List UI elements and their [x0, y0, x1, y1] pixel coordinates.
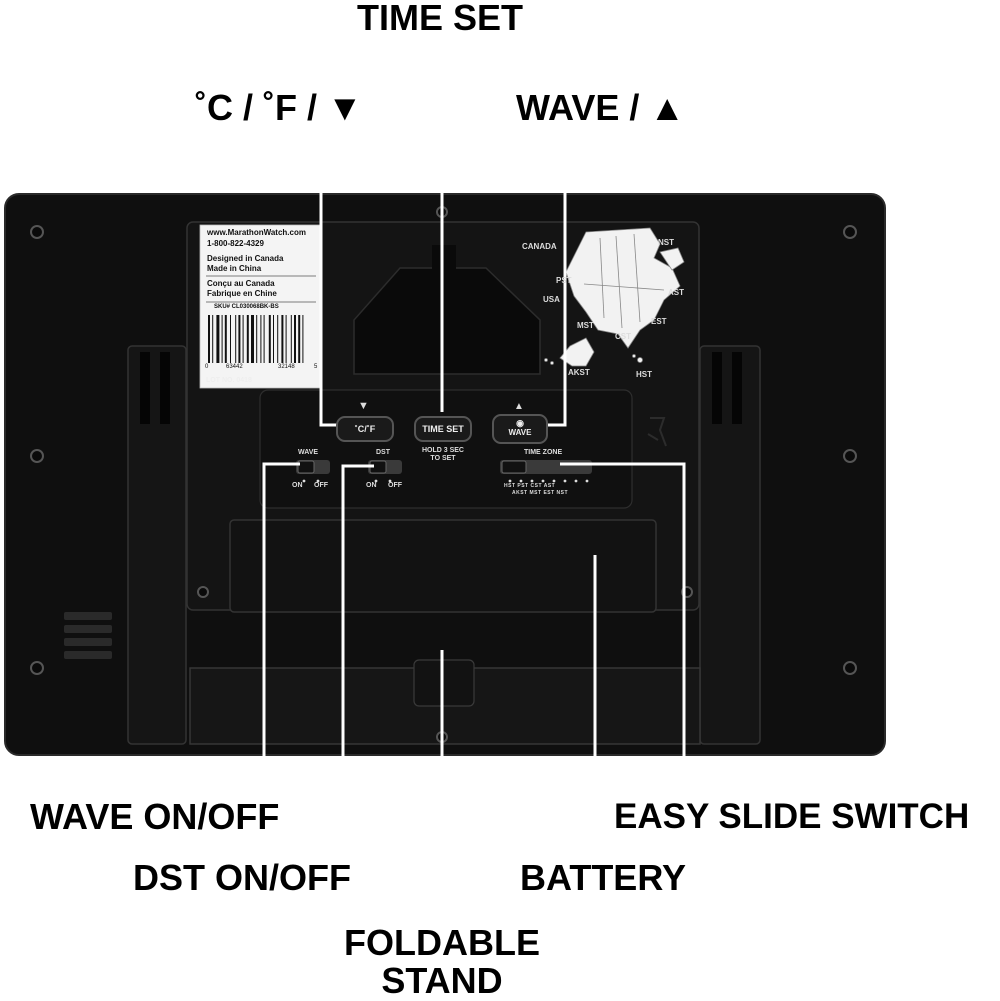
- radio-wave-icon: ◉: [516, 418, 524, 428]
- sticker-lot: LOT NO. 0418: [206, 377, 252, 384]
- sticker-made: Made in China: [207, 264, 262, 273]
- map-label-cst: CST: [615, 332, 631, 341]
- left-stand-rail: [127, 345, 187, 745]
- barcode-bar: [230, 315, 231, 363]
- sticker-concu: Conçu au Canada: [207, 279, 275, 288]
- temp-unit-button-label: ˚C/˚F: [354, 424, 376, 434]
- screw-icon: [30, 206, 857, 743]
- barcode-bar: [224, 315, 227, 363]
- time-zone-slider[interactable]: [501, 460, 527, 474]
- time-set-button[interactable]: TIME SET: [414, 416, 472, 442]
- barcode-bar: [277, 315, 279, 363]
- speaker-grille: [64, 612, 112, 659]
- time-set-button-label: TIME SET: [422, 424, 464, 434]
- left-rail-slot: [160, 352, 170, 424]
- sticker-website: www.MarathonWatch.com: [207, 228, 306, 237]
- barcode-digit-left: 0: [205, 364, 209, 370]
- barcode-bar: [246, 315, 249, 363]
- sticker-fabrique: Fabrique en Chine: [207, 289, 277, 298]
- dst-switch-label: DST: [376, 449, 390, 456]
- time-zone-map: [544, 227, 685, 367]
- sticker-sku: SKU# CL030068BK-BS: [214, 304, 279, 310]
- barcode-bar: [302, 315, 304, 363]
- stand-tab[interactable]: [413, 659, 475, 707]
- barcode-bar: [273, 315, 274, 363]
- battery-cover[interactable]: [229, 519, 657, 613]
- callout-battery: BATTERY: [520, 857, 686, 898]
- callout-wave-up: WAVE / ▲: [516, 87, 685, 128]
- barcode-bar: [294, 315, 296, 363]
- map-label-ast: AST: [668, 288, 684, 297]
- time-zone-label: TIME ZONE: [524, 449, 563, 456]
- temp-unit-button[interactable]: ˚C/˚F: [336, 416, 394, 442]
- barcode-bar: [298, 315, 301, 363]
- barcode-bar: [263, 315, 265, 363]
- map-label-usa: USA: [543, 295, 560, 304]
- barcode-bar: [256, 315, 258, 363]
- callout-temp-unit: ˚C / ˚F / ▼: [195, 87, 363, 128]
- barcode-bar: [290, 315, 292, 363]
- left-rail-slot: [140, 352, 150, 424]
- hanging-hole-top: [432, 245, 456, 271]
- right-rail-slot: [712, 352, 722, 424]
- down-arrow-icon: ▼: [358, 400, 369, 412]
- time-zone-row-1: HST PST CST AST: [504, 483, 556, 489]
- barcode-bar: [216, 315, 220, 363]
- dst-on-label: ON: [366, 482, 377, 489]
- time-zone-row-2: AKST MST EST NST: [512, 490, 569, 496]
- hold-instruction-1: HOLD 3 SEC: [421, 447, 464, 454]
- barcode-bar: [281, 315, 284, 363]
- time-zone-dots: [508, 479, 589, 483]
- wave-off-label: OFF: [314, 482, 328, 489]
- wave-on-label: ON: [292, 482, 303, 489]
- sticker-phone: 1-800-822-4329: [207, 239, 264, 248]
- wave-switch-label: WAVE: [298, 449, 319, 456]
- embossed-mark: [647, 417, 667, 447]
- barcode-bar: [212, 315, 214, 363]
- barcode-digits-1: 63442: [226, 364, 243, 370]
- right-rail-slot: [732, 352, 742, 424]
- barcode-bar: [221, 315, 223, 363]
- callout-wave-on-off: WAVE ON/OFF: [30, 796, 280, 837]
- map-label-hst: HST: [636, 370, 652, 379]
- dst-off-label: OFF: [388, 482, 402, 489]
- map-label-akst: AKST: [568, 368, 590, 377]
- callout-dst-on-off: DST ON/OFF: [133, 857, 351, 898]
- map-label-nst: NST: [658, 238, 674, 247]
- callout-time-set: TIME SET: [357, 0, 524, 38]
- up-arrow-icon: ▲: [514, 401, 524, 412]
- hanging-hole: [353, 267, 541, 375]
- map-label-est: EST: [651, 317, 667, 326]
- map-label-mst: MST: [577, 321, 594, 330]
- barcode-bar: [285, 315, 287, 363]
- barcode-bar: [238, 315, 241, 363]
- barcode-bar: [268, 315, 271, 363]
- wave-button[interactable]: ◉ WAVE: [492, 414, 548, 444]
- barcode-bar: [242, 315, 244, 363]
- switch-dots: [302, 479, 392, 483]
- right-stand-rail: [699, 345, 761, 745]
- leader-lines: [262, 45, 686, 908]
- map-label-pst: PST: [556, 276, 572, 285]
- callout-foldable-stand: FOLDABLE STAND: [344, 922, 540, 1001]
- barcode-digits-2: 32148: [278, 364, 295, 370]
- barcode-bar: [251, 315, 254, 363]
- map-label-canada: CANADA: [522, 242, 557, 251]
- barcode-digit-right: 5: [314, 364, 318, 370]
- barcode-bar: [208, 315, 210, 363]
- hold-instruction-2: TO SET: [430, 455, 456, 462]
- barcode-bar: [260, 315, 262, 363]
- callout-easy-slide-switch: EASY SLIDE SWITCH: [614, 797, 970, 836]
- barcode-bar: [235, 315, 237, 363]
- sticker-designed: Designed in Canada: [207, 254, 284, 263]
- wave-switch[interactable]: [297, 460, 315, 474]
- barcode: [208, 315, 304, 363]
- wave-button-label: WAVE: [508, 428, 532, 437]
